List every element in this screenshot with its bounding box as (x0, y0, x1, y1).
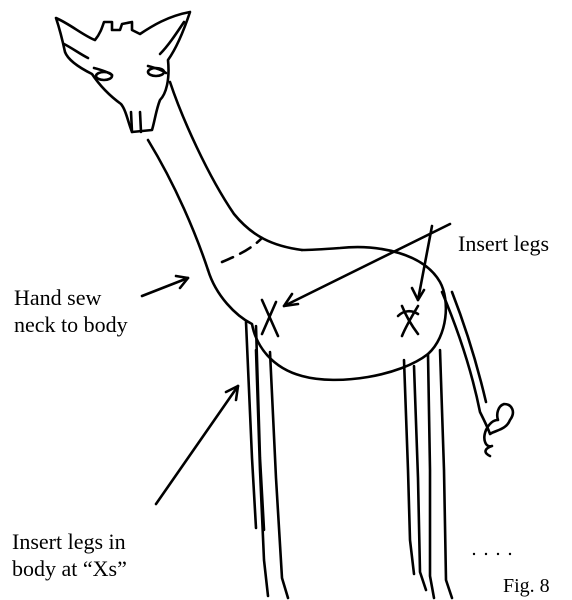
front-leg-1 (246, 322, 256, 528)
x-mark-front (262, 300, 278, 336)
back-leg-1-inner (414, 366, 426, 590)
back-leg-2-inner (440, 350, 452, 598)
neck-seam (222, 238, 262, 262)
front-leg-2-inner (270, 352, 288, 598)
giraffe-body (208, 247, 446, 380)
neck-front (148, 140, 208, 270)
speck-dot (497, 553, 499, 555)
back-leg-1 (404, 360, 414, 574)
label-hand-sew-line2: neck to body (14, 311, 128, 338)
speck-dot (485, 553, 487, 555)
back-leg-2 (428, 354, 434, 598)
giraffe-head (56, 12, 190, 132)
label-insert-legs-in-body: Insert legs in body at “Xs” (12, 528, 127, 582)
tail (442, 292, 513, 456)
label-insert-legs-body-line1: Insert legs in (12, 528, 127, 555)
arrow-insert-legs-body (156, 386, 238, 504)
label-insert-legs-text: Insert legs (458, 230, 549, 257)
x-mark-back (398, 306, 418, 336)
speck-dot (473, 553, 475, 555)
label-insert-legs: Insert legs (458, 230, 549, 257)
label-hand-sew: Hand sew neck to body (14, 284, 128, 338)
figure-label: Fig. 8 (503, 573, 550, 600)
label-hand-sew-line1: Hand sew (14, 284, 128, 311)
nostril-right (140, 112, 141, 132)
label-insert-legs-body-line2: body at “Xs” (12, 555, 127, 582)
speck-dot (509, 553, 511, 555)
tail-upper (452, 292, 486, 402)
nostril-left (131, 112, 132, 132)
arrow-hand-sew (142, 276, 188, 296)
